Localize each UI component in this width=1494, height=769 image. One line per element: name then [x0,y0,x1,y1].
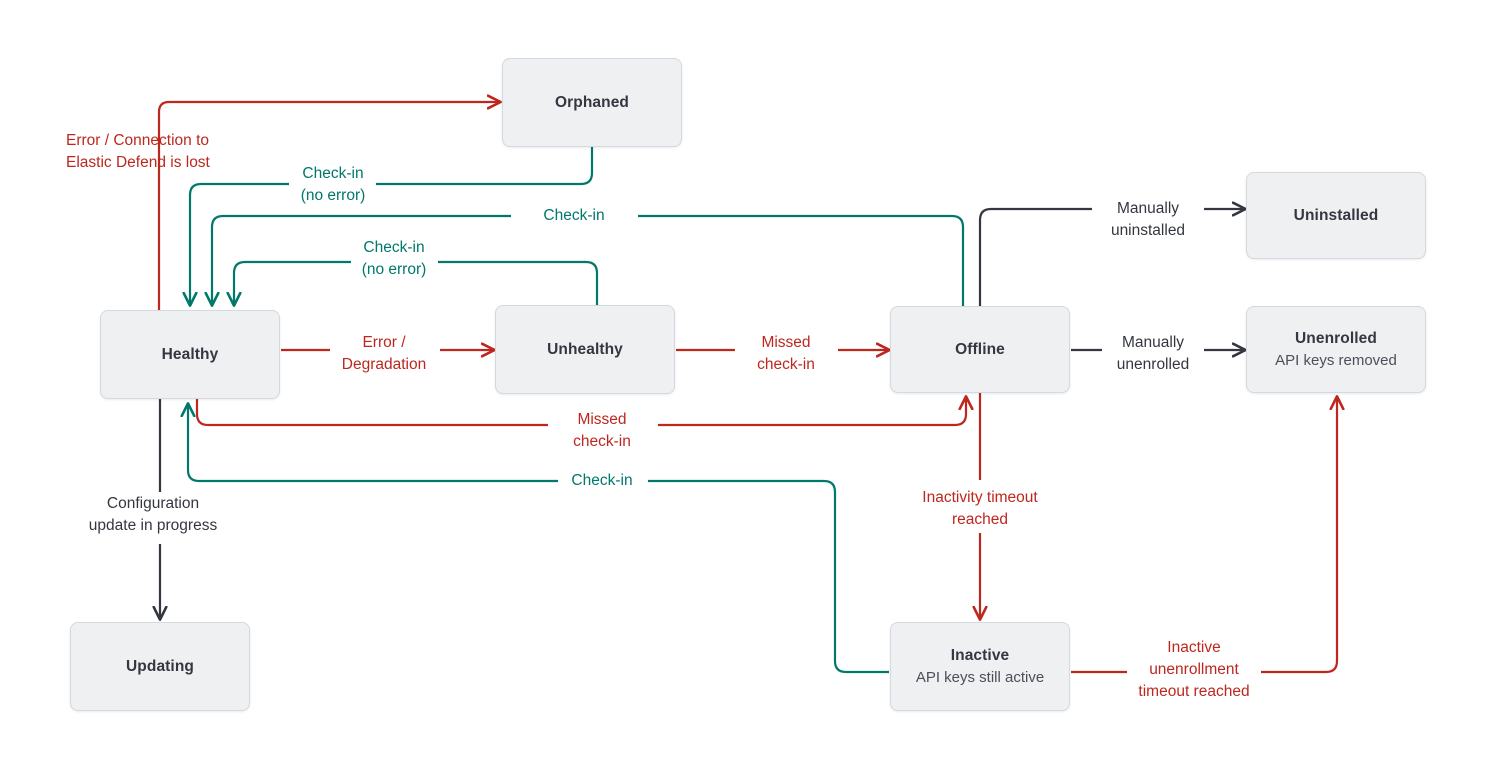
edge-unhealthy-to-healthy-b [234,260,351,305]
edge-label-checkin-no-error-top: Check-in (no error) [300,165,366,204]
node-healthy-title: Healthy [161,345,219,363]
edge-offline-to-healthy-b [212,214,511,305]
node-orphaned[interactable]: Orphaned [502,58,682,147]
edge-healthy-to-orphaned [157,102,500,310]
edge-label-missed-checkin-unhealthy-offline: Missed check-in [757,334,815,373]
edge-offline-to-healthy [638,214,965,306]
edge-label-error-connection-lost: Error / Connection to Elastic Defend is … [66,132,210,171]
edge-inactive-to-unenrolled-b [1261,397,1337,674]
edge-label-missed-checkin-healthy-offline: Missed check-in [573,411,631,450]
node-updating-title: Updating [126,657,194,675]
node-unhealthy[interactable]: Unhealthy [495,305,675,394]
edge-label-configuration-update: Configuration update in progress [88,495,218,534]
node-unhealthy-title: Unhealthy [547,340,623,358]
edge-label-checkin-inactive-healthy: Check-in [571,472,633,489]
node-offline[interactable]: Offline [890,306,1070,393]
node-uninstalled-title: Uninstalled [1293,206,1379,224]
edge-unhealthy-to-healthy [438,260,599,305]
edge-label-manually-uninstalled: Manually uninstalled [1110,200,1186,239]
node-unenrolled-subtitle: API keys removed [1275,352,1397,369]
node-offline-title: Offline [955,340,1005,358]
edge-inactive-to-healthy-b [188,404,558,483]
edge-label-checkin-no-error-mid: Check-in (no error) [361,239,427,278]
edge-label-inactive-unenrollment-timeout: Inactive unenrollment timeout reached [1138,639,1250,700]
node-unenrolled-title: Unenrolled [1295,330,1377,347]
node-inactive-subtitle: API keys still active [915,669,1045,686]
node-healthy[interactable]: Healthy [100,310,280,399]
node-inactive-title: Inactive [950,647,1010,664]
edge-healthy-to-offline-a [195,399,548,427]
edge-label-manually-unenrolled: Manually unenrolled [1116,334,1190,373]
edge-label-error-degradation: Error / Degradation [341,334,427,373]
edge-label-inactivity-timeout: Inactivity timeout reached [922,489,1038,528]
edge-offline-to-uninstalled-a [978,207,1092,306]
edge-inactive-to-healthy-a [648,479,889,674]
node-inactive[interactable]: Inactive API keys still active [890,622,1070,711]
node-orphaned-title: Orphaned [554,93,629,111]
node-updating[interactable]: Updating [70,622,250,711]
node-unenrolled[interactable]: Unenrolled API keys removed [1246,306,1426,393]
edge-healthy-to-offline-b [658,397,966,427]
edge-orphaned-to-healthy-b [190,182,289,305]
edge-label-checkin-offline: Check-in [543,207,605,224]
node-uninstalled[interactable]: Uninstalled [1246,172,1426,259]
edge-orphaned-to-healthy [376,147,594,186]
